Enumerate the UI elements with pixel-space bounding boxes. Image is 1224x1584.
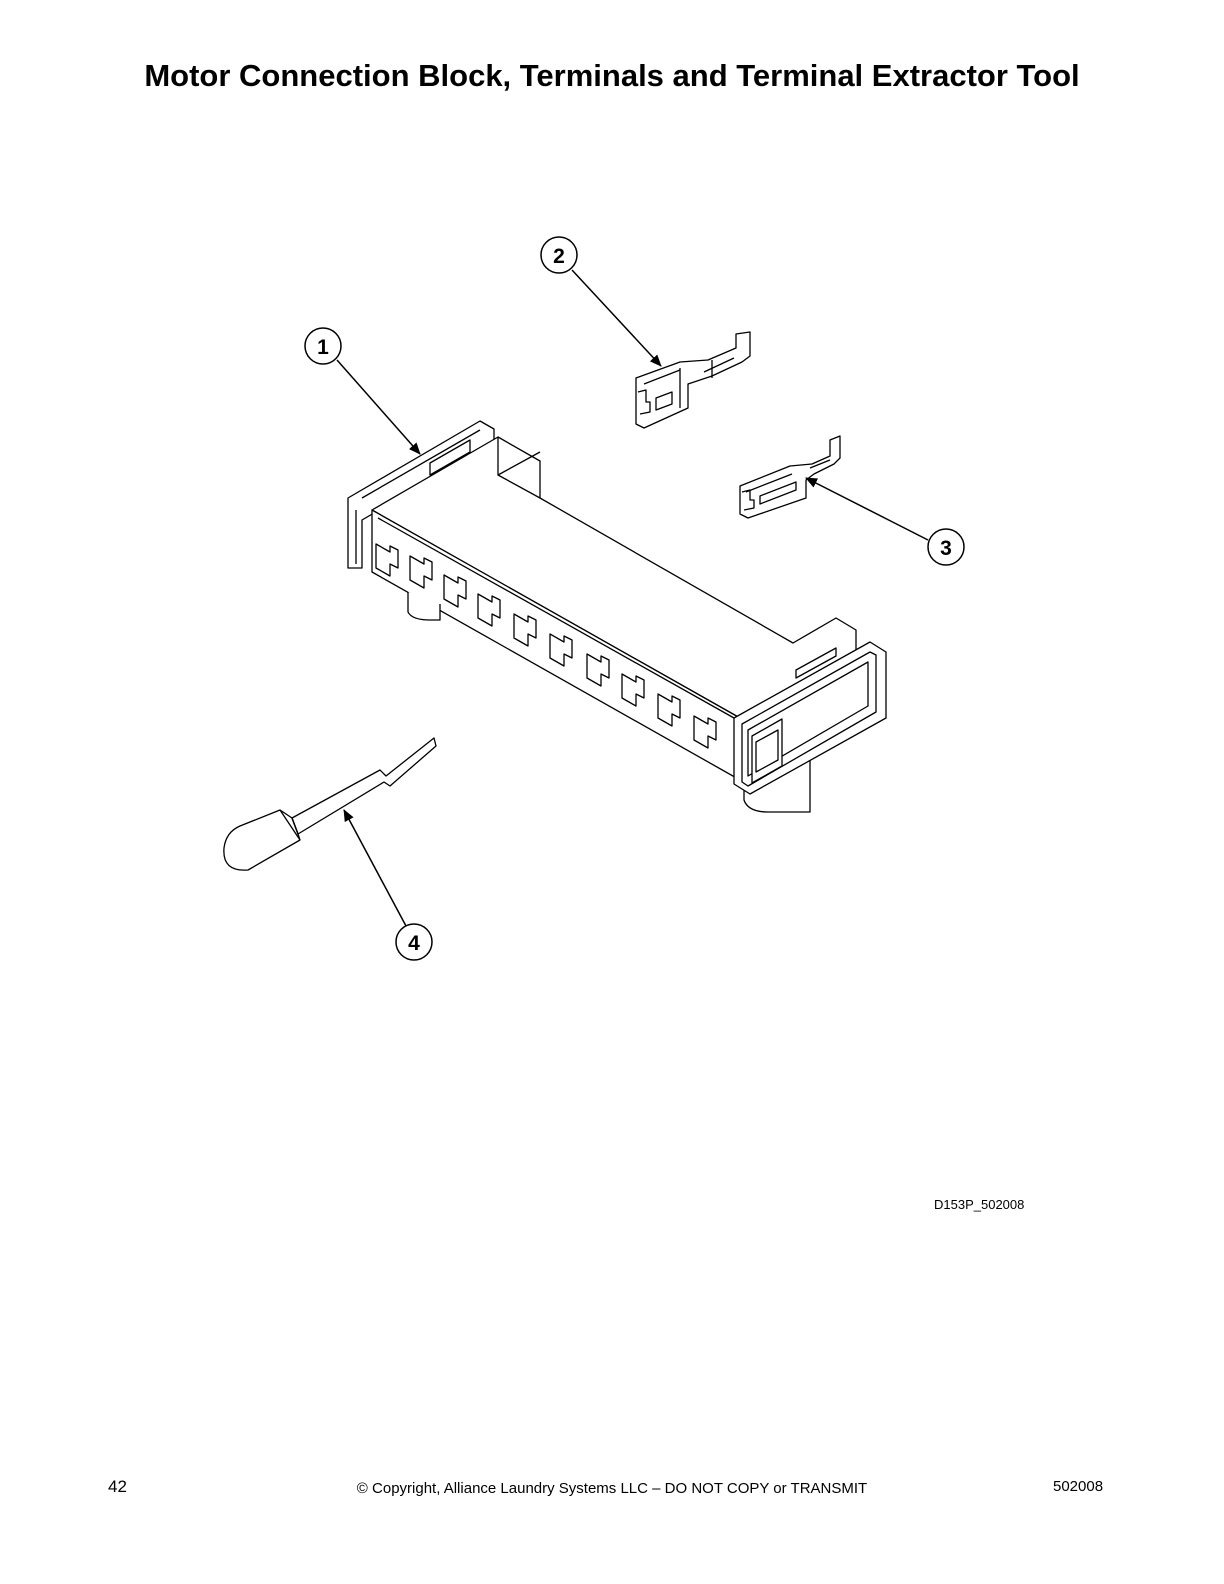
copyright-notice: © Copyright, Alliance Laundry Systems LL… <box>356 1480 868 1497</box>
terminal-cavities <box>375 543 717 749</box>
callout-4-label: 4 <box>408 932 420 955</box>
callout-1-label: 1 <box>317 336 329 359</box>
callout-2-label: 2 <box>553 245 565 268</box>
callout-3: 3 <box>805 477 965 566</box>
page-number: 42 <box>108 1477 127 1496</box>
extractor-tool-illustration <box>223 737 437 871</box>
terminal-small-illustration <box>739 435 841 519</box>
callout-1: 1 <box>304 327 421 455</box>
callout-2: 2 <box>540 236 662 367</box>
callout-4: 4 <box>343 809 433 961</box>
callout-3-label: 3 <box>940 537 952 560</box>
terminal-large-illustration <box>635 331 751 429</box>
page-title: Motor Connection Block, Terminals and Te… <box>144 58 1080 93</box>
drawing-id: D153P_502008 <box>934 1197 1025 1212</box>
connection-block-illustration <box>347 420 887 813</box>
document-number: 502008 <box>1053 1478 1104 1495</box>
